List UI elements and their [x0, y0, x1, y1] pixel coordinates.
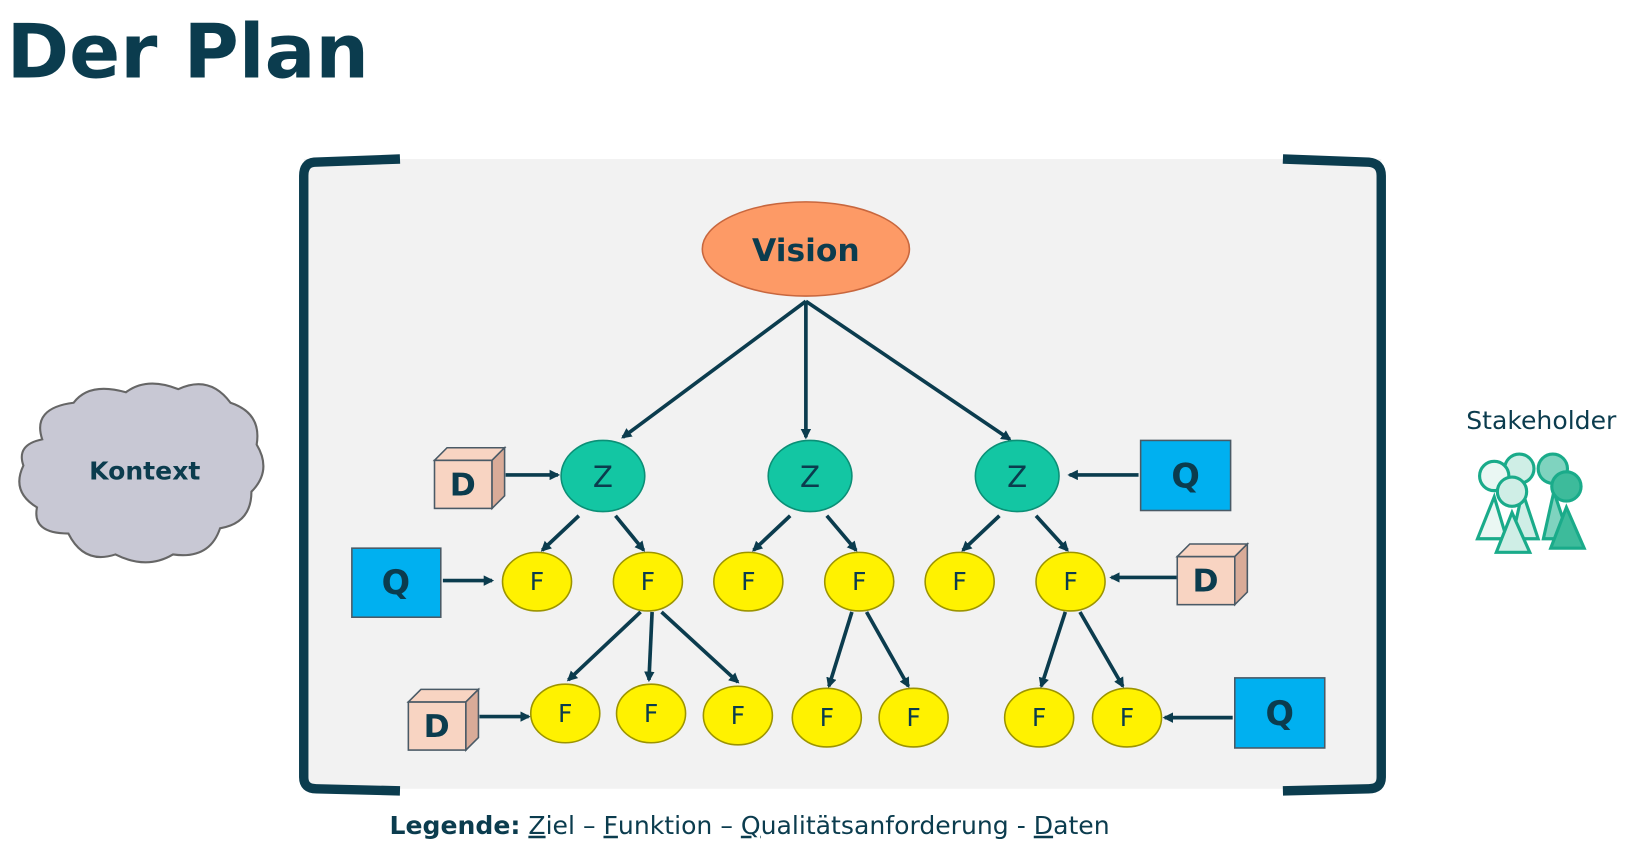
context-label: Kontext	[89, 456, 200, 485]
svg-text:F: F	[644, 699, 658, 728]
goal-node: Z	[560, 439, 646, 513]
svg-text:Q: Q	[1266, 694, 1294, 733]
function-node: F	[529, 683, 601, 744]
stakeholder-icon	[1475, 452, 1587, 554]
function-node: F	[501, 551, 573, 612]
function-node: F	[615, 683, 687, 744]
svg-text:F: F	[530, 567, 544, 596]
vision-node: Vision	[701, 201, 911, 297]
quality-box: Q	[351, 547, 442, 618]
goal-node: Z	[767, 439, 853, 513]
quality-box: Q	[1139, 439, 1232, 512]
svg-text:Vision: Vision	[752, 233, 860, 269]
quality-box: Q	[1234, 677, 1326, 749]
function-node: F	[713, 551, 784, 612]
svg-text:F: F	[558, 699, 572, 728]
svg-text:D: D	[450, 467, 476, 503]
page-title: Der Plan	[7, 7, 369, 95]
data-cube: D	[432, 445, 507, 511]
svg-text:F: F	[1063, 567, 1077, 596]
svg-text:Q: Q	[382, 563, 410, 602]
svg-text:F: F	[1120, 703, 1134, 732]
context-cloud: Kontext	[18, 382, 265, 564]
svg-text:F: F	[1032, 703, 1046, 732]
svg-text:D: D	[1192, 564, 1218, 600]
function-node: F	[1091, 687, 1163, 748]
function-node: F	[702, 685, 774, 746]
svg-text:Z: Z	[593, 460, 613, 494]
svg-text:F: F	[820, 703, 834, 732]
svg-text:F: F	[731, 701, 745, 730]
svg-text:Z: Z	[1007, 460, 1027, 494]
stakeholder-label: Stakeholder	[1466, 406, 1617, 435]
legend: Legende: Ziel – Funktion – Qualitätsanfo…	[390, 811, 1110, 840]
svg-text:Z: Z	[800, 460, 820, 494]
svg-text:F: F	[952, 567, 966, 596]
right-bracket	[1282, 154, 1386, 796]
svg-text:F: F	[641, 567, 655, 596]
function-node: F	[1035, 551, 1106, 612]
function-node: F	[823, 551, 895, 612]
data-cube: D	[406, 687, 481, 752]
svg-text:D: D	[424, 709, 450, 745]
function-node: F	[1003, 687, 1075, 748]
svg-text:F: F	[741, 567, 755, 596]
function-node: F	[791, 687, 863, 748]
svg-text:Q: Q	[1171, 456, 1199, 495]
data-cube: D	[1175, 542, 1250, 607]
function-node: F	[612, 551, 684, 612]
left-bracket	[299, 154, 401, 796]
function-node: F	[878, 687, 949, 748]
svg-text:F: F	[852, 567, 866, 596]
goal-node: Z	[974, 439, 1060, 513]
edges	[442, 299, 1233, 723]
function-node: F	[924, 551, 995, 612]
svg-text:F: F	[906, 703, 920, 732]
